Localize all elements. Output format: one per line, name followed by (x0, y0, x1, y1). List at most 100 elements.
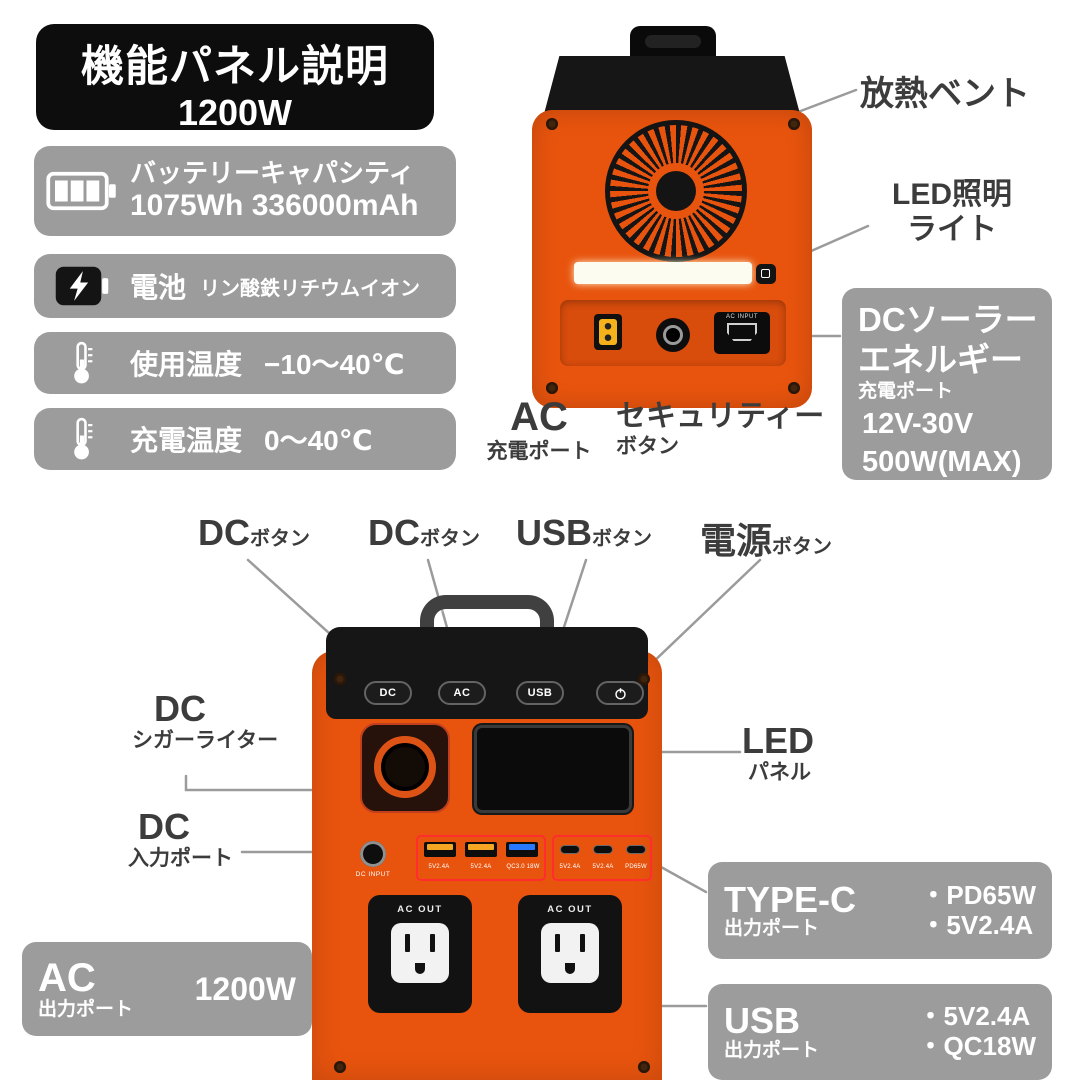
ac-charge-callout: AC 充電ポート (474, 394, 604, 464)
ac-output-info-box: AC 出力ポート 1200W (22, 942, 312, 1036)
usb-c-port-label: 5V2.4A (559, 864, 581, 870)
solar-subtitle: 充電ポート (858, 381, 954, 403)
usb-c-port (593, 845, 613, 854)
spec-bar-battery-type: 電池 リン酸鉄リチウムイオン (34, 254, 456, 318)
cooling-fan-vent (605, 120, 747, 262)
callout-big-text: 電源 (700, 520, 773, 561)
ac-outlet-left: AC OUT (368, 895, 472, 1013)
type-c-item-2: ・5V2.4A (920, 909, 1034, 940)
led-panel-callout-title: LED (742, 720, 814, 761)
front-device: DC AC USB DC INPUT 5V2.4A 5V2.4A QC3.0 1… (312, 595, 662, 1080)
usb-c-port (560, 845, 580, 854)
led-light-button (756, 264, 776, 284)
dc-cigarette-lighter-socket (360, 723, 450, 813)
led-panel-callout-sub: パネル (748, 761, 811, 785)
led-light-callout-line2: ライト (907, 212, 997, 246)
ac-output-value: 1200W (194, 971, 296, 1007)
screw-icon (638, 1061, 650, 1073)
outlet-face (391, 923, 449, 983)
dc-button-callout-1: DCボタン (198, 512, 310, 554)
solar-spec-voltage: 12V-30V (862, 408, 974, 441)
usb-button-callout: USBボタン (516, 512, 652, 554)
usb-item-2: ・QC18W (917, 1031, 1036, 1061)
screw-icon (638, 673, 650, 685)
spec-bar-battery-capacity: バッテリーキャパシティ 1075Wh 336000mAh (34, 146, 456, 236)
usb-a-port-label: 5V2.4A (470, 864, 492, 870)
spec-bar-use-temp: 使用温度 −10〜40℃ (34, 332, 456, 394)
type-c-title: TYPE-C (724, 878, 857, 920)
front-control-panel (326, 627, 648, 719)
ac-charge-callout-title: AC (510, 395, 568, 439)
usb-c-pd-port (626, 845, 646, 854)
solar-title-line1: DCソーラー (858, 301, 1038, 338)
screw-icon (546, 382, 558, 394)
dc-input-callout-sub: 入力ポート (128, 847, 233, 871)
security-callout-sub: ボタン (616, 434, 679, 458)
usb-c-port-label: PD65W (625, 864, 647, 870)
callout-small-text: ボタン (250, 528, 310, 550)
title-badge: 機能パネル説明 1200W (36, 24, 434, 133)
spec-use-temp-label: 使用温度 (130, 349, 243, 380)
fan-hub (656, 171, 696, 211)
security-button-callout: セキュリティー ボタン (616, 400, 824, 459)
screw-icon (788, 382, 800, 394)
spec-use-temp-value: −10〜40℃ (264, 349, 405, 380)
device-power-button (596, 681, 644, 705)
usb-a-port (424, 842, 456, 857)
security-button-port (656, 318, 690, 352)
usb-info-box: USB 出力ポート ・5V2.4A ・QC18W (708, 984, 1052, 1080)
usb-item-1: ・5V2.4A (917, 1001, 1031, 1032)
device-ac-button: AC (438, 681, 486, 705)
ac-out-label: AC OUT (397, 904, 443, 915)
power-button-callout: 電源ボタン (700, 512, 832, 564)
usb-title: USB (724, 1000, 801, 1042)
security-callout-title: セキュリティー (616, 400, 825, 433)
type-c-item-1: ・PD65W (920, 879, 1036, 910)
led-light-bar (574, 262, 752, 284)
page-subtitle: 1200W (177, 92, 293, 133)
callout-small-text: ボタン (420, 528, 480, 550)
screw-icon (546, 118, 558, 130)
dc-input-callout: DC 入力ポート (128, 806, 233, 872)
device-usb-button: USB (516, 681, 564, 705)
screw-icon (334, 673, 346, 685)
screw-icon (788, 118, 800, 130)
usb-a-qc-port (506, 842, 538, 857)
led-light-callout-label: LED照明 ライト (872, 178, 1032, 247)
power-icon (614, 687, 626, 700)
callout-big-text: USB (516, 512, 593, 553)
usb-a-port-label: QC3.0 18W (506, 864, 540, 870)
ac-input-label: AC INPUT (725, 314, 758, 320)
led-display-panel (474, 725, 632, 813)
type-c-subtitle: 出力ポート (724, 918, 820, 940)
battery-capacity-icon (34, 170, 130, 212)
page-title: 機能パネル説明 (81, 43, 389, 91)
spec-battery-value: リン酸鉄リチウムイオン (200, 277, 421, 300)
dc-input-callout-title: DC (138, 806, 190, 847)
spec-charge-temp-label: 充電温度 (130, 425, 243, 456)
spec-capacity-value: 1075Wh 336000mAh (130, 188, 419, 222)
solar-spec-watt: 500W(MAX) (862, 446, 1022, 479)
led-panel-callout: LED パネル (742, 720, 814, 786)
callout-big-text: DC (368, 512, 420, 553)
dc-input-port-label: DC INPUT (355, 871, 391, 878)
ac-input-port: AC INPUT (714, 312, 770, 354)
screw-icon (334, 1061, 346, 1073)
dc-button-callout-2: DCボタン (368, 512, 480, 554)
ac-output-title: AC (38, 956, 96, 1001)
usb-a-port-label: 5V2.4A (428, 864, 450, 870)
device-dc-button: DC (364, 681, 412, 705)
back-device: AC INPUT (528, 26, 816, 408)
spec-charge-temp-value: 0〜40℃ (264, 425, 373, 456)
solar-title-line2: エネルギー (858, 340, 1023, 378)
ac-output-subtitle: 出力ポート (38, 999, 134, 1021)
callout-small-text: ボタン (772, 536, 833, 558)
usb-c-port-label: 5V2.4A (592, 864, 614, 870)
dc-input-port (360, 841, 386, 867)
spec-battery-label: 電池 (130, 272, 187, 303)
ac-outlet-right: AC OUT (518, 895, 622, 1013)
cigarette-lighter-callout: DC シガーライター (132, 688, 278, 754)
led-light-callout-line1: LED照明 (892, 178, 1012, 211)
thermometer-icon (34, 416, 130, 462)
